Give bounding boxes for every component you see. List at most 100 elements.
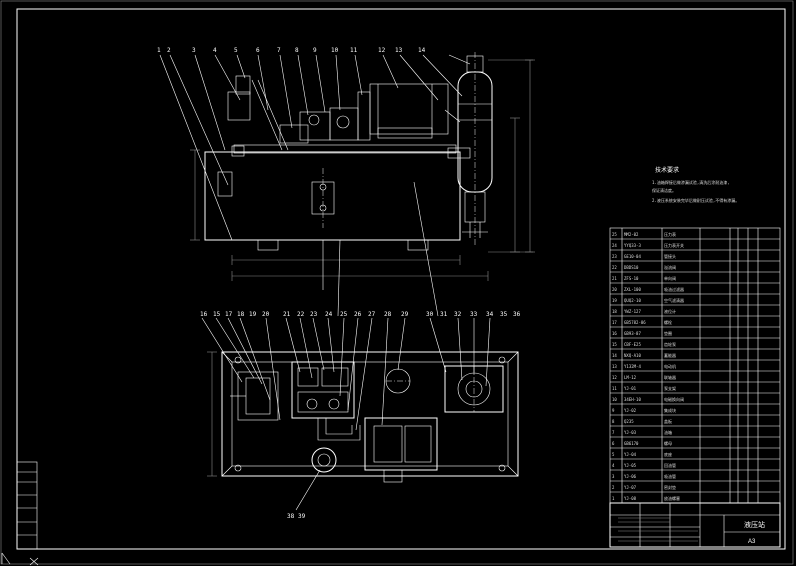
bom-cell-code: GB5782-86	[624, 320, 646, 325]
balloon-7: 7	[277, 47, 281, 54]
bom-cell-code: LM-12	[624, 375, 637, 380]
balloon-5: 5	[234, 47, 238, 54]
bom-cell-no: 4	[612, 463, 615, 468]
bom-cell-no: 12	[612, 375, 617, 380]
bom-cell-name: 泵支架	[664, 385, 676, 391]
cover-plate	[233, 144, 457, 154]
balloon-13: 13	[395, 47, 403, 54]
bom-cell-name: 回油管	[664, 462, 676, 468]
drain-fitting	[217, 171, 233, 197]
balloon-m3: 18	[237, 311, 245, 318]
bom-cell-code: 34EH-10	[624, 397, 641, 402]
bom-cell-code: MM2-02	[624, 232, 639, 237]
bom-cell-no: 9	[612, 408, 615, 413]
bom-cell-no: 11	[612, 386, 617, 391]
bom-cell-no: 6	[612, 441, 615, 446]
bom-cell-code: NXQ-A10	[624, 353, 641, 358]
top-view	[201, 181, 519, 511]
balloon-m4: 19	[249, 311, 257, 318]
balloon-m20: 35	[500, 311, 508, 318]
balloon-3: 3	[192, 47, 196, 54]
bom-cell-no: 1	[612, 496, 615, 501]
bom-cell-code: YJ-05	[624, 463, 637, 468]
bom-cell-no: 13	[612, 364, 617, 369]
bom-cell-name: 管接头	[664, 253, 676, 259]
balloon-m10: 25	[340, 311, 348, 318]
bom-cell-name: 螺母	[664, 440, 672, 446]
bom-cell-name: 油箱	[664, 429, 672, 435]
balloon-b1: 39	[298, 513, 306, 520]
bom-cell-code: GE10-04	[624, 254, 641, 259]
balloon-14: 14	[418, 47, 426, 54]
drawing-name: 液压站	[744, 520, 765, 529]
balloon-8: 8	[295, 47, 299, 54]
bom-cell-name: 单向阀	[664, 275, 676, 281]
balloon-m9: 24	[325, 311, 333, 318]
balloon-m11: 26	[354, 311, 362, 318]
bom-cell-no: 2	[612, 485, 615, 490]
bom-cell-code: YJ-03	[624, 430, 637, 435]
balloon-m8: 23	[310, 311, 318, 318]
bom-cell-no: 19	[612, 298, 617, 303]
balloon-11: 11	[350, 47, 358, 54]
bom-cell-code: QUQ2-10	[624, 298, 641, 303]
bom-cell-code: Y132M-4	[624, 364, 641, 369]
balloon-2: 2	[167, 47, 171, 54]
balloon-m16: 31	[440, 311, 448, 318]
bom-cell-code: YJ-01	[624, 386, 637, 391]
bom-cell-name: 吸油管	[664, 473, 676, 479]
valve-stack	[279, 124, 309, 144]
sheet-size: A3	[748, 539, 756, 545]
bom-cell-no: 15	[612, 342, 617, 347]
bom-cell-name: 放油螺塞	[664, 495, 680, 501]
balloon-m6: 21	[283, 311, 291, 318]
balloon-m13: 28	[384, 311, 392, 318]
balloons-mid: 16 15 17 18 19 20 21 22 23 24 25 26 27 2…	[200, 311, 521, 318]
pump-flange-top	[311, 447, 337, 473]
top-leaders	[201, 181, 491, 511]
title-block: 液压站 A3	[609, 502, 781, 548]
coupling	[357, 91, 371, 141]
bom-cell-name: 压力表开关	[664, 242, 684, 248]
bom-cell-name: 溢流阀	[664, 264, 676, 270]
bom-cell-code: GB93-87	[624, 331, 641, 336]
motor	[369, 83, 449, 135]
bom-cell-name: 压力表	[664, 231, 676, 237]
technical-notes: 技术要求 1.油箱焊接后做渗漏试验,清洗后涂耐油漆, 保证清洁度。 2.液压系统…	[652, 166, 739, 203]
bom-cell-code: YWZ-127	[624, 309, 641, 314]
notes-heading: 技术要求	[655, 166, 679, 174]
balloon-m21: 36	[513, 311, 521, 318]
balloon-6: 6	[256, 47, 260, 54]
notes-line-3: 2.液压系统安装完毕后做耐压试验,不得有渗漏。	[652, 197, 739, 203]
bom-cell-code: YJ-07	[624, 485, 637, 490]
tank-foot-right	[407, 239, 429, 251]
balloon-4: 4	[213, 47, 217, 54]
balloon-m14: 29	[401, 311, 409, 318]
balloon-m5: 20	[262, 311, 270, 318]
balloon-m18: 33	[470, 311, 478, 318]
bom-cell-name: 电动机	[664, 363, 676, 369]
gear-pump	[329, 107, 359, 141]
bom-cell-no: 21	[612, 276, 617, 281]
bom-cell-no: 20	[612, 287, 617, 292]
balloon-1: 1	[157, 47, 161, 54]
bom-cell-name: 液位计	[664, 308, 676, 314]
bom-cell-name: 底座	[664, 451, 672, 457]
bom-cell-no: 22	[612, 265, 617, 270]
bom-cell-name: 螺栓	[664, 319, 672, 325]
balloon-9: 9	[313, 47, 317, 54]
bom-cell-name: 电磁换向阀	[664, 396, 684, 402]
balloon-m7: 22	[297, 311, 305, 318]
front-view	[159, 52, 535, 281]
bom-cell-name: 密封垫	[664, 484, 676, 490]
balloon-m15: 30	[426, 311, 434, 318]
bom-cell-no: 5	[612, 452, 615, 457]
bom-cell-code: YJ-04	[624, 452, 637, 457]
bom-cell-code: YJ-08	[624, 496, 637, 501]
bom-cell-no: 25	[612, 232, 617, 237]
balloon-m0: 16	[200, 311, 208, 318]
bom-cell-no: 8	[612, 419, 615, 424]
balloon-m12: 27	[368, 311, 376, 318]
